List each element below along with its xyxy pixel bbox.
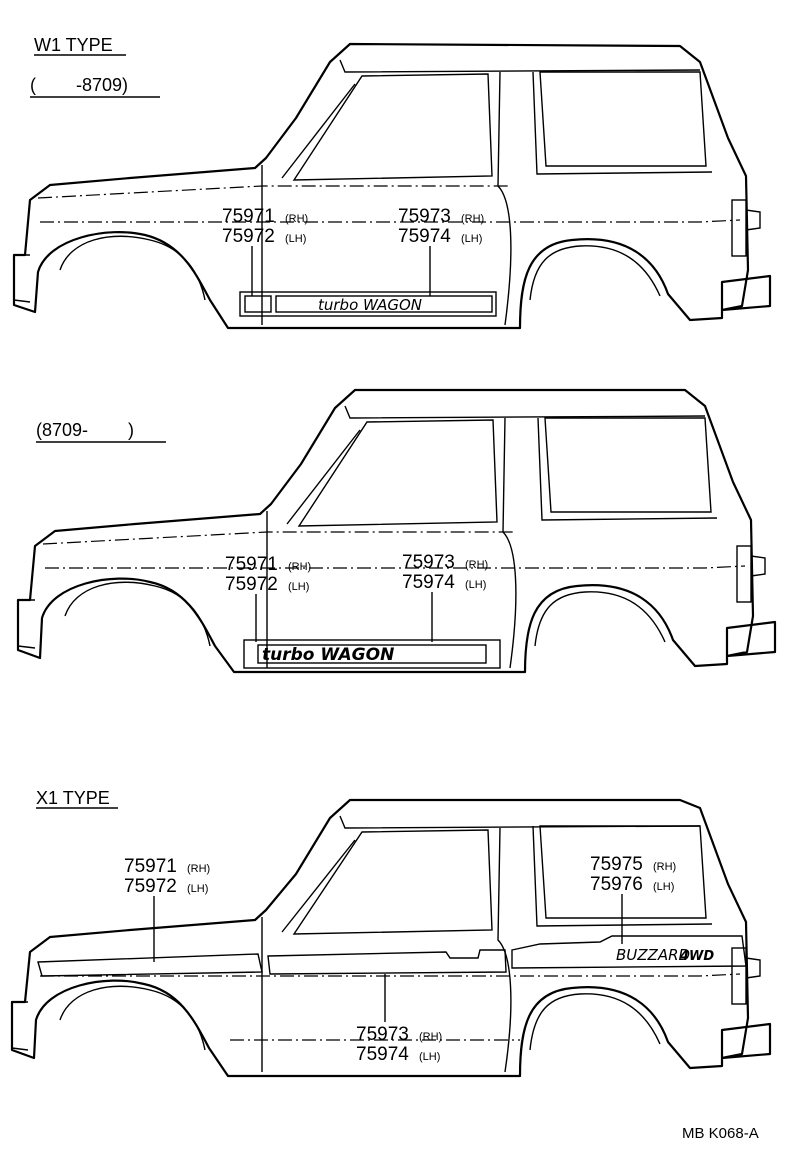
diagram-code: MB K068-A [682,1125,759,1142]
type-label: W1 TYPE [34,35,113,55]
vehicle-side-view: turbo WAGON [12,42,772,330]
side-decal-outline [243,639,501,669]
part-number: 75972 [225,574,278,595]
decal-text-4wd: 4WD [679,949,714,964]
part-side: (RH) [465,559,488,571]
part-number: 75971 [124,856,177,877]
part-number: 75971 [225,554,278,575]
callout-front-stripe: 75971 (RH) 75972 (LH) [225,554,311,642]
front-decal-piece [244,295,272,313]
section-w1-late: (8709- ) turbo WAGON 75971 (RH) [16,388,777,674]
callout-rear-decal: 75975 (RH) 75976 (LH) [590,854,676,944]
door-stripe [267,949,507,975]
section-x1: X1 TYPE BUZZARD 4WD 75971 [10,788,772,1078]
part-side: (RH) [285,213,308,225]
part-number: 75973 [398,206,451,227]
part-number: 75976 [590,874,643,895]
decal-text: BUZZARD [616,946,690,964]
part-number: 75971 [222,206,275,227]
part-side: (RH) [288,561,311,573]
callout-door-stripe: 75973 (RH) 75974 (LH) [402,552,488,642]
decal-text: turbo WAGON [262,645,394,665]
vehicle-side-view: BUZZARD 4WD [10,798,772,1078]
decal-text: turbo WAGON [318,296,422,314]
side-decal-inner [257,644,487,664]
vehicle-side-view: turbo WAGON [16,388,777,674]
part-side: (RH) [419,1031,442,1043]
period-label: (8709- ) [36,420,134,440]
callout-front-stripe: 75971 (RH) 75972 (LH) [222,206,308,296]
part-number: 75974 [356,1044,409,1065]
section-w1-early: W1 TYPE ( -8709) [12,35,772,330]
hood-fender-stripe [37,953,263,977]
part-number: 75973 [402,552,455,573]
part-side: (LH) [465,579,486,591]
part-number: 75972 [222,226,275,247]
part-number: 75975 [590,854,643,875]
rear-quarter-stripe [511,935,747,969]
part-number: 75974 [398,226,451,247]
part-number: 75972 [124,876,177,897]
period-label: ( -8709) [30,75,128,95]
part-side: (LH) [187,883,208,895]
part-side: (LH) [419,1051,440,1063]
type-label: X1 TYPE [36,788,110,808]
callout-door-stripe: 75973 (RH) 75974 (LH) [398,206,484,296]
part-side: (LH) [285,233,306,245]
part-side: (RH) [653,861,676,873]
callout-door-stripe: 75973 (RH) 75974 (LH) [356,974,442,1065]
callout-front-stripe: 75971 (RH) 75972 (LH) [124,856,210,962]
side-decal-outline [239,291,497,317]
part-side: (LH) [288,581,309,593]
part-number: 75973 [356,1024,409,1045]
side-decal-inner [275,295,493,313]
part-side: (RH) [187,863,210,875]
part-side: (LH) [461,233,482,245]
part-side: (RH) [461,213,484,225]
part-number: 75974 [402,572,455,593]
part-side: (LH) [653,881,674,893]
